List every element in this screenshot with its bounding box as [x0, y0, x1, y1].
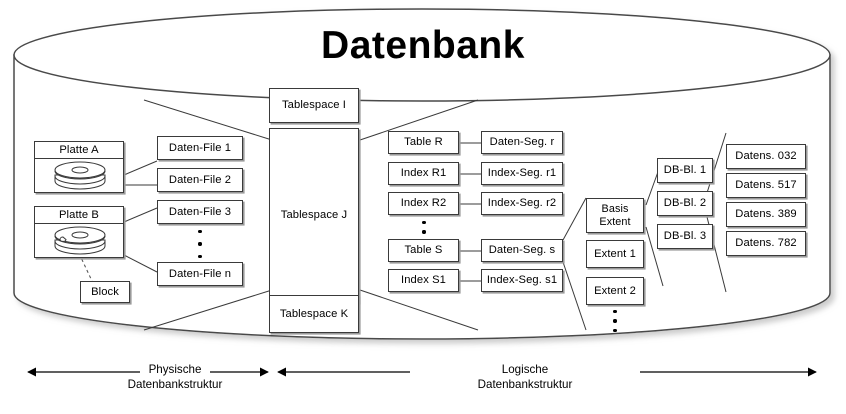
extent-basis-line2: Extent [599, 215, 631, 228]
disk-platte-b: Platte B [34, 206, 124, 258]
axis-label-logical: Logische Datenbankstruktur [435, 362, 615, 392]
record-517: Datens. 517 [726, 173, 806, 198]
axis-label-physical: Physische Datenbankstruktur [85, 362, 265, 392]
axis-label-physical-line1: Physische [148, 363, 202, 376]
block-box: Block [80, 281, 130, 303]
object-index-r2: Index R2 [388, 192, 459, 215]
record-032: Datens. 032 [726, 144, 806, 169]
axis-label-physical-line2: Datenbankstruktur [127, 378, 223, 392]
tablespace-j: Tablespace J [269, 128, 359, 303]
extent-2: Extent 2 [586, 277, 644, 305]
data-files-ellipsis [193, 230, 207, 258]
object-index-s1: Index S1 [388, 269, 459, 292]
connector-segment-extents [562, 197, 587, 331]
extent-1: Extent 1 [586, 240, 644, 268]
page-title: Datenbank [321, 24, 525, 67]
segment-index-r2: Index-Seg. r2 [481, 192, 563, 215]
segment-index-r1: Index-Seg. r1 [481, 162, 563, 185]
data-file-3: Daten-File 3 [157, 200, 243, 224]
connector-object-segment [459, 142, 481, 282]
disk-icon [54, 226, 106, 255]
axis-label-logical-line1: Logische [501, 363, 549, 376]
tablespace-i: Tablespace I [269, 88, 359, 123]
object-table-r: Table R [388, 131, 459, 154]
record-782: Datens. 782 [726, 231, 806, 256]
connector-tablespace-objects [359, 99, 479, 331]
db-block-1: DB-Bl. 1 [657, 158, 713, 183]
segment-daten-s: Daten-Seg. s [481, 239, 563, 262]
extents-ellipsis [608, 310, 622, 332]
extent-basis-line1: Basis [601, 203, 629, 216]
disk-platte-b-label: Platte B [35, 207, 123, 224]
tablespace-k: Tablespace K [269, 295, 359, 333]
segment-daten-r: Daten-Seg. r [481, 131, 563, 154]
connector-disk-files [123, 160, 158, 273]
disk-platte-a-label: Platte A [35, 142, 123, 159]
data-file-2: Daten-File 2 [157, 168, 243, 192]
extent-basis: Basis Extent [586, 198, 644, 233]
axis-label-logical-line2: Datenbankstruktur [477, 378, 573, 392]
connector-files-tablespaces [143, 99, 273, 331]
object-table-s: Table S [388, 239, 459, 262]
data-file-n: Daten-File n [157, 262, 243, 286]
db-block-3: DB-Bl. 3 [657, 224, 713, 249]
disk-icon [54, 161, 106, 190]
db-block-2: DB-Bl. 2 [657, 191, 713, 216]
record-389: Datens. 389 [726, 202, 806, 227]
disk-platte-a: Platte A [34, 141, 124, 193]
segment-index-s1: Index-Seg. s1 [481, 269, 563, 292]
object-index-r1: Index R1 [388, 162, 459, 185]
data-file-1: Daten-File 1 [157, 136, 243, 160]
